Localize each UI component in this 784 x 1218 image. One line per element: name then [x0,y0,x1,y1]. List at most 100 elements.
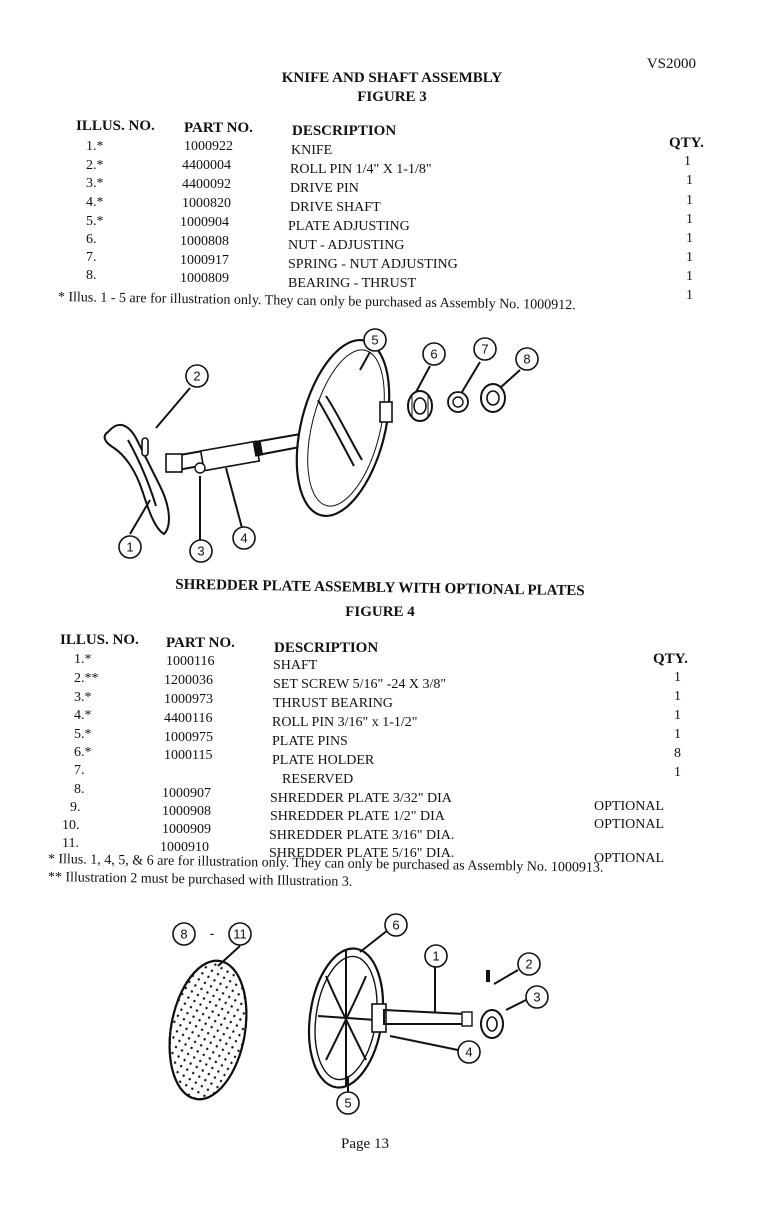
fig3-row4-part: 1000820 [182,196,231,211]
figure4-number: FIGURE 4 [345,604,415,620]
fig4-header-qty: QTY. [653,651,688,667]
fig3-row2-illus: 2.* [86,158,104,173]
svg-text:4: 4 [465,1045,472,1060]
fig4-row8-desc: SHREDDER PLATE 3/32" DIA [270,791,452,806]
fig4-row11-qty: OPTIONAL [594,851,664,866]
spring-part [447,391,469,413]
svg-text:5: 5 [371,333,378,348]
fig3-row7-qty: 1 [686,269,693,284]
svg-text:6: 6 [430,347,437,362]
fig4-row5-illus: 5.* [74,727,92,742]
shredder-plate-part [168,959,248,1101]
fig3-callout-3: 3 [189,539,213,563]
fig4-callout-11: 11 [228,922,252,946]
fig4-row10-part: 1000909 [162,822,211,837]
fig4-row10-desc: SHREDDER PLATE 3/16" DIA. [269,828,455,843]
fig4-row11-illus: 11. [62,836,79,851]
fig4-header-desc: DESCRIPTION [274,640,379,656]
figure3-title: KNIFE AND SHAFT ASSEMBLY [281,70,503,86]
fig3-row4-illus: 4.* [86,195,104,210]
fig4-row5-qty: 8 [674,746,681,761]
shaft-part [383,1008,473,1027]
fig4-row1-illus: 1.* [74,652,92,667]
fig4-row2-part: 1200036 [164,673,213,688]
svg-text:2: 2 [193,369,200,384]
fig3-row5-part: 1000904 [180,215,229,230]
set-screw-part [486,970,490,982]
fig3-row7-part: 1000917 [180,253,229,268]
fig3-callout-4: 4 [232,526,256,550]
svg-text:3: 3 [533,990,540,1005]
fig4-row5-desc: PLATE PINS [272,734,348,749]
fig4-header-part: PART NO. [166,635,235,651]
figure3-number: FIGURE 3 [357,89,427,105]
fig3-row7-desc: SPRING - NUT ADJUSTING [288,257,458,272]
fig4-row9-desc: SHREDDER PLATE 1/2" DIA [270,809,445,824]
fig4-row7-desc: RESERVED [282,772,354,787]
fig4-callout-5: 5 [336,1091,360,1115]
svg-text:4: 4 [240,531,247,546]
fig4-thrust-bearing-part [480,1009,504,1039]
drive-shaft-part [165,430,318,474]
fig3-row6-qty: 1 [686,250,693,265]
fig3-header-qty: QTY. [669,135,704,151]
fig3-row6-illus: 6. [86,232,97,247]
svg-text:8: 8 [180,927,187,942]
fig3-row1-part: 1000922 [184,139,233,154]
roll-pin-part [141,437,149,457]
fig3-row2-desc: ROLL PIN 1/4" X 1-1/8" [290,162,432,177]
fig4-row4-part: 4400116 [164,711,213,726]
svg-text:6: 6 [392,918,399,933]
svg-text:1: 1 [432,949,439,964]
fig3-row5-illus: 5.* [86,214,104,229]
fig3-header-desc: DESCRIPTION [292,123,397,139]
fig4-row9-part: 1000908 [162,804,211,819]
fig3-row1-qty: 1 [684,154,691,169]
fig4-row4-qty: 1 [674,727,681,742]
fig3-row1-illus: 1.* [86,139,104,154]
fig4-row3-desc: THRUST BEARING [273,696,393,711]
plate-holder-part [307,947,387,1089]
fig4-row3-qty: 1 [674,708,681,723]
fig4-row6-illus: 6.* [74,745,92,760]
fig4-row1-qty: 1 [674,670,681,685]
svg-text:8: 8 [523,352,530,367]
fig4-row2-qty: 1 [674,689,681,704]
fig4-row7-illus: 7. [74,763,85,778]
fig3-row4-desc: DRIVE SHAFT [290,200,381,215]
fig4-callout-1: 1 [424,944,448,968]
fig3-row3-part: 4400092 [182,177,231,192]
svg-text:7: 7 [481,342,488,357]
fig4-callout-4: 4 [457,1040,481,1064]
document-id: VS2000 [646,56,696,72]
svg-text:2: 2 [525,957,532,972]
fig4-callout-3: 3 [525,985,549,1009]
fig3-callout-6: 6 [422,342,446,366]
fig4-row3-illus: 3.* [74,690,92,705]
fig4-row6-desc: PLATE HOLDER [272,753,375,768]
fig4-row5-part: 1000975 [164,730,213,745]
fig3-callout-2: 2 [185,364,209,388]
page-number: Page 13 [341,1136,389,1152]
svg-text:11: 11 [233,927,247,942]
fig4-row2-illus: 2.** [74,671,99,686]
fig3-row4-qty: 1 [686,212,693,227]
svg-text:3: 3 [197,544,204,559]
fig3-row8-qty: 1 [686,288,693,303]
fig4-row4-illus: 4.* [74,708,92,723]
fig3-callout-7: 7 [473,337,497,361]
svg-text:1: 1 [126,540,133,555]
fig3-row3-qty: 1 [686,193,693,208]
fig4-callout-2: 2 [517,952,541,976]
fig3-row2-qty: 1 [686,173,693,188]
adjusting-plate-part [295,338,393,518]
fig4-row6-qty: 1 [674,765,681,780]
knife-part [103,423,170,536]
fig3-row2-part: 4400004 [182,158,231,173]
svg-text:5: 5 [344,1096,351,1111]
fig3-callout-8: 8 [515,347,539,371]
fig4-callout-range-dash: - [210,925,215,941]
fig4-row3-part: 1000973 [164,692,213,707]
